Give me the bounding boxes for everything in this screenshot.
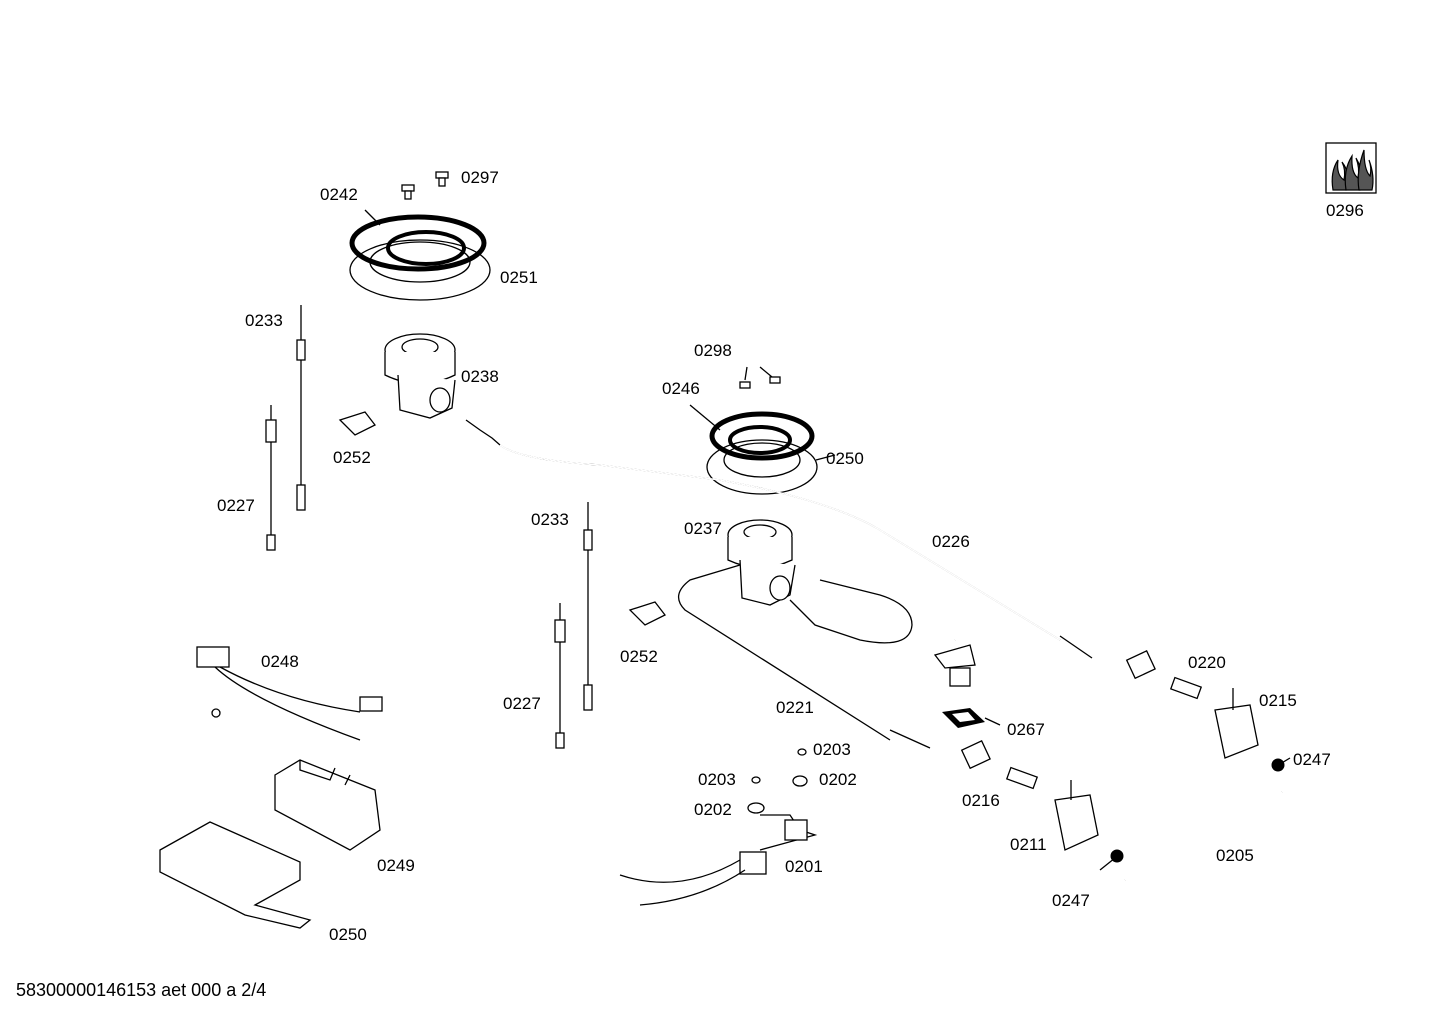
part-label: 0242 xyxy=(320,185,358,204)
part-label: 0251 xyxy=(500,268,538,287)
part-label: 0252 xyxy=(333,448,371,467)
thermocouple xyxy=(265,305,306,551)
part-label: 0252 xyxy=(620,647,658,666)
part-label: 0247 xyxy=(1293,750,1331,769)
part-label: 0227 xyxy=(217,496,255,515)
part-label: 0215 xyxy=(1259,691,1297,710)
gas-pipe xyxy=(499,444,1093,659)
part-label: 0237 xyxy=(684,519,722,538)
thermocouple xyxy=(554,502,593,749)
part-label: 0226 xyxy=(932,532,970,551)
part-label: 0233 xyxy=(245,311,283,330)
part-label: 0203 xyxy=(813,740,851,759)
part-label: 0297 xyxy=(461,168,499,187)
burner-cap-medium xyxy=(706,376,818,495)
part-label: 0202 xyxy=(694,800,732,819)
gas-valve xyxy=(1054,688,1259,851)
gas-pipe xyxy=(678,564,931,749)
leader-lines xyxy=(689,366,1291,871)
nozzle xyxy=(960,650,1203,790)
part-label: 0298 xyxy=(694,341,732,360)
part-label: 0202 xyxy=(819,770,857,789)
part-label: 0267 xyxy=(1007,720,1045,739)
screw xyxy=(401,171,449,200)
part-label: 0248 xyxy=(261,652,299,671)
cover-plate xyxy=(159,821,312,929)
part-label: 0221 xyxy=(776,698,814,717)
part-label: 0227 xyxy=(503,694,541,713)
burner-body xyxy=(727,519,796,606)
part-label: 0238 xyxy=(461,367,499,386)
part-label: 0201 xyxy=(785,857,823,876)
gas-rail xyxy=(933,629,1286,886)
part-label: 0211 xyxy=(1010,835,1047,854)
burner-cap-large xyxy=(349,209,491,301)
part-label: 0249 xyxy=(377,856,415,875)
part-label: 0203 xyxy=(698,770,736,789)
part-label: 0216 xyxy=(962,791,1000,810)
part-label: 0296 xyxy=(1326,201,1364,220)
part-label: 0247 xyxy=(1052,891,1090,910)
seal xyxy=(942,708,985,728)
document-code: 58300000146153 aet 000 a 2/4 xyxy=(16,980,267,1000)
part-label: 0246 xyxy=(662,379,700,398)
part-label: 0205 xyxy=(1216,846,1254,865)
burner-body xyxy=(384,333,501,446)
spark-switch xyxy=(619,814,818,906)
wiring-harness xyxy=(196,646,383,741)
part-label: 0250 xyxy=(329,925,367,944)
part-labels: 0242 0297 0251 0233 0238 0252 0227 0298 … xyxy=(217,168,1364,944)
washer xyxy=(747,748,808,814)
part-label: 0250 xyxy=(826,449,864,468)
clip xyxy=(338,411,666,626)
ignition-module xyxy=(274,759,381,851)
part-label: 0220 xyxy=(1188,653,1226,672)
gas-flame-icon xyxy=(1325,142,1377,194)
part-label: 0233 xyxy=(531,510,569,529)
